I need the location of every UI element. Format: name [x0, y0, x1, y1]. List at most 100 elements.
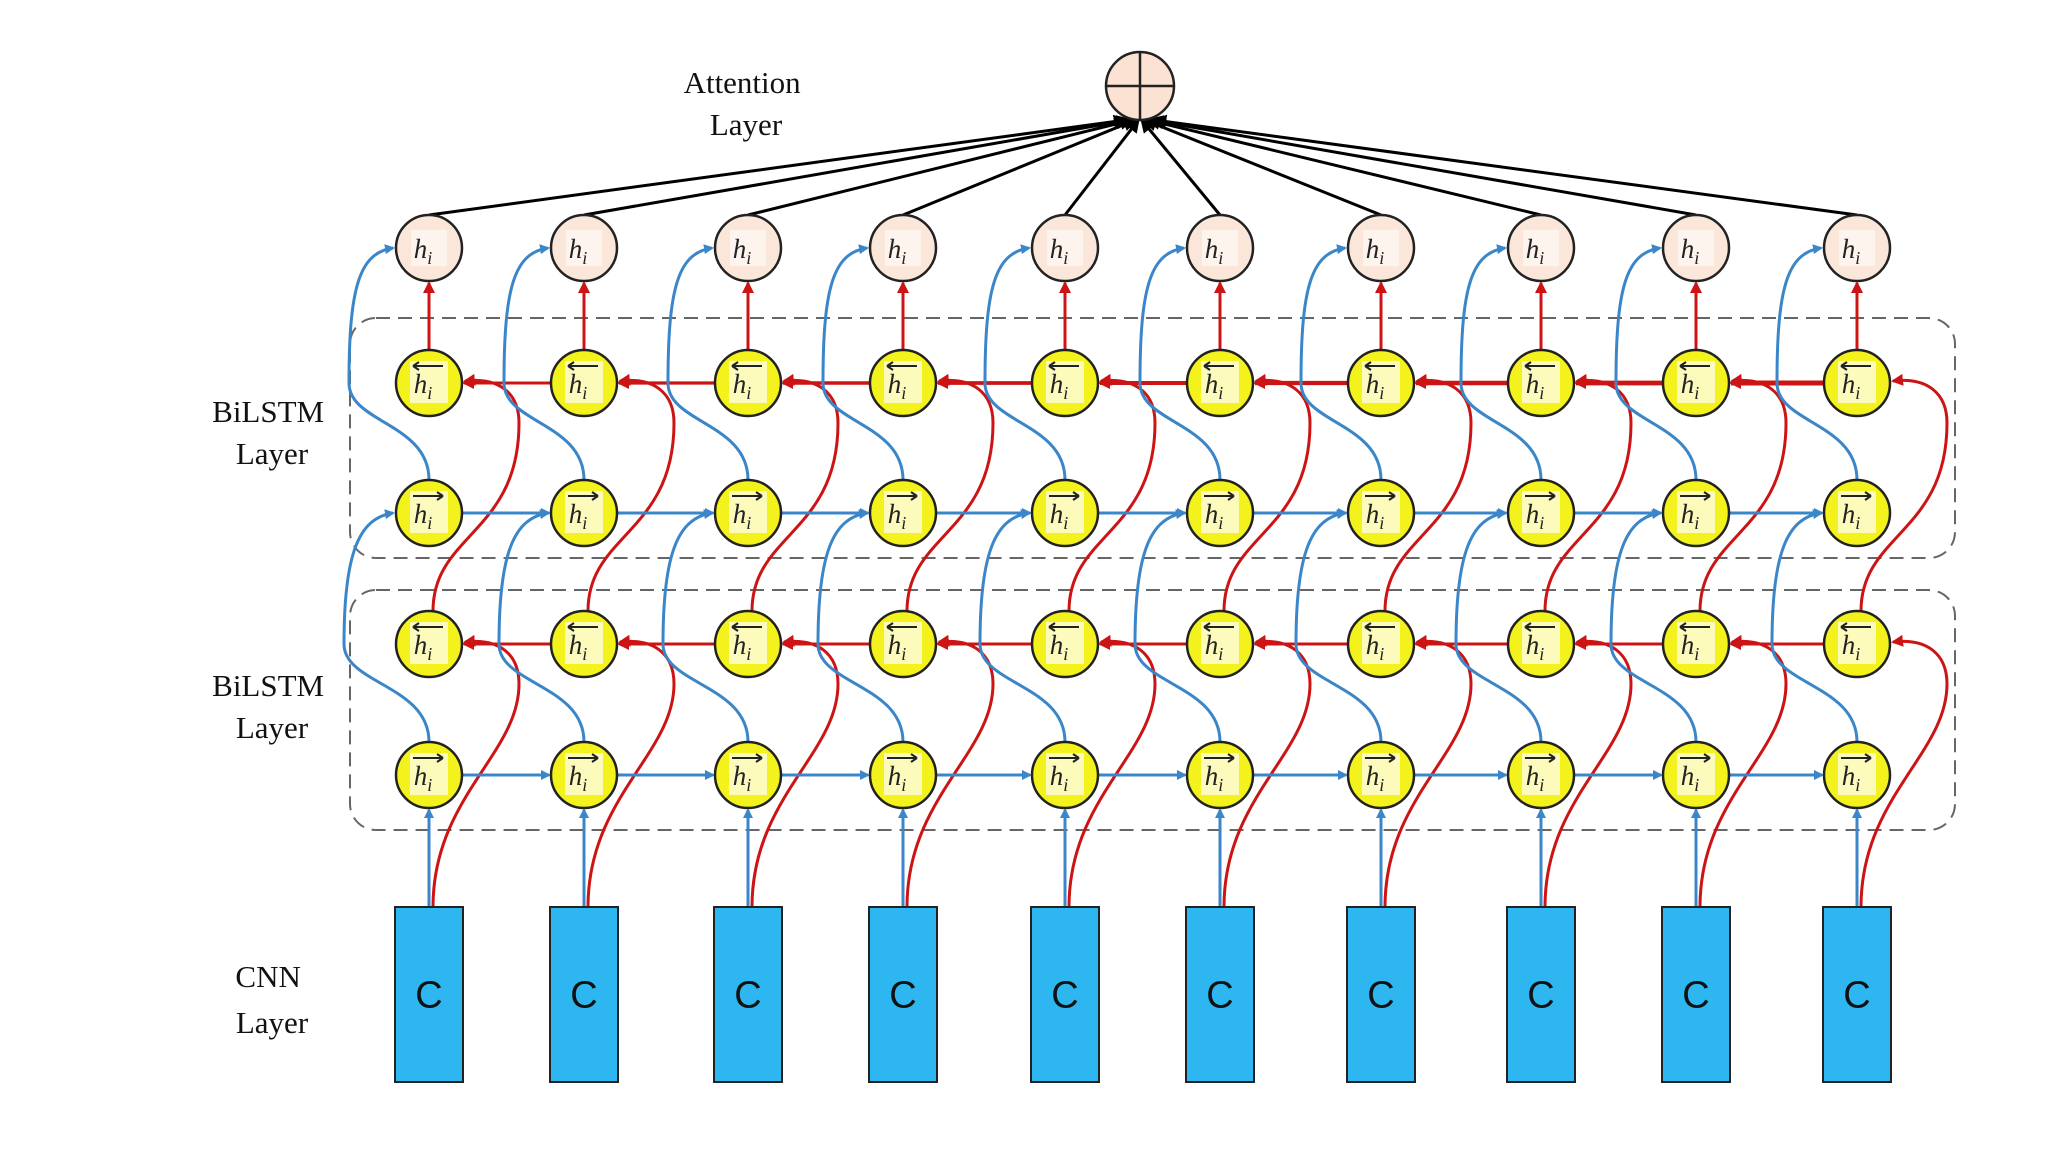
- attention-arrow: [1063, 118, 1140, 216]
- cnn-to-backward-arrow: [905, 634, 995, 908]
- forward-lstm-node: hi: [394, 478, 464, 548]
- forward-lstm-node: hi: [1506, 478, 1576, 548]
- forward-lstm-node: hi: [868, 478, 938, 548]
- hidden-output-node: hi: [1661, 213, 1731, 283]
- backward-lstm-node: hi: [1346, 348, 1416, 418]
- bilstm-group-bottom: [349, 589, 1956, 831]
- hidden-output-node: hi: [1822, 213, 1892, 283]
- backward-lstm-node: hi: [549, 348, 619, 418]
- forward-lstm-node: hi: [1185, 478, 1255, 548]
- forward-stack-arrow: [1609, 509, 1698, 743]
- backward-stack-arrow: [1543, 373, 1633, 612]
- bilstm-top-layer-label: BiLSTM Layer: [212, 394, 332, 471]
- backward-lstm-node: hi: [549, 609, 619, 679]
- forward-lstm-node: hi: [394, 740, 464, 810]
- svg-text:C: C: [1843, 975, 1870, 1017]
- forward-lstm-node: hi: [1185, 740, 1255, 810]
- backward-lstm-node: hi: [394, 348, 464, 418]
- attention-arrow: [428, 114, 1128, 217]
- backward-lstm-node: hi: [1822, 348, 1892, 418]
- backward-lstm-node: hi: [1346, 609, 1416, 679]
- backward-lstm-node: hi: [1185, 348, 1255, 418]
- hidden-output-node: hi: [1030, 213, 1100, 283]
- forward-lstm-node: hi: [549, 740, 619, 810]
- attention-arrow: [1142, 117, 1382, 217]
- backward-lstm-node: hi: [394, 609, 464, 679]
- bilstm-group-top: [349, 317, 1956, 559]
- attention-arrow: [1140, 118, 1222, 216]
- backward-lstm-node: hi: [1185, 609, 1255, 679]
- forward-to-hidden-arrow: [1775, 244, 1859, 481]
- svg-text:C: C: [1367, 975, 1394, 1017]
- cnn-to-backward-arrow: [1383, 634, 1473, 908]
- attention-arrow: [747, 116, 1135, 217]
- forward-stack-arrow: [978, 509, 1067, 743]
- hidden-output-node: hi: [868, 213, 938, 283]
- forward-lstm-node: hi: [549, 478, 619, 548]
- cnn-cell: C: [1822, 906, 1892, 1083]
- forward-stack-arrow: [816, 509, 905, 743]
- svg-text:C: C: [1051, 975, 1078, 1017]
- forward-lstm-node: hi: [1030, 478, 1100, 548]
- cnn-cell: C: [1506, 906, 1576, 1083]
- cnn-to-backward-arrow: [1222, 634, 1312, 908]
- attention-layer-label: Attention Layer: [684, 65, 809, 142]
- forward-to-hidden-arrow: [1299, 244, 1383, 481]
- hidden-output-node: hi: [394, 213, 464, 283]
- attention-sum-node: [1104, 50, 1176, 122]
- attention-arrow: [583, 115, 1131, 217]
- backward-lstm-node: hi: [868, 348, 938, 418]
- cnn-to-backward-arrow: [586, 634, 676, 908]
- backward-lstm-node: hi: [1030, 609, 1100, 679]
- forward-lstm-node: hi: [1661, 740, 1731, 810]
- backward-lstm-node: hi: [1661, 348, 1731, 418]
- backward-lstm-node: hi: [1822, 609, 1892, 679]
- forward-stack-arrow: [1454, 509, 1543, 743]
- cnn-to-backward-arrow: [1698, 634, 1788, 908]
- svg-text:C: C: [889, 975, 916, 1017]
- forward-stack-arrow: [342, 509, 431, 743]
- forward-to-hidden-arrow: [502, 244, 586, 481]
- backward-stack-arrow: [1698, 373, 1788, 612]
- svg-text:C: C: [734, 975, 761, 1017]
- forward-lstm-node: hi: [1346, 740, 1416, 810]
- forward-to-hidden-arrow: [821, 244, 905, 481]
- cnn-cell: C: [1030, 906, 1100, 1083]
- backward-stack-arrow: [1383, 373, 1473, 612]
- backward-lstm-node: hi: [713, 609, 783, 679]
- backward-stack-arrow: [905, 373, 995, 612]
- cnn-cell: C: [1185, 906, 1255, 1083]
- svg-text:C: C: [1682, 975, 1709, 1017]
- hidden-output-node: hi: [549, 213, 619, 283]
- cnn-cell: C: [549, 906, 619, 1083]
- hidden-output-node: hi: [713, 213, 783, 283]
- forward-to-hidden-arrow: [1614, 244, 1698, 481]
- forward-lstm-node: hi: [1822, 740, 1892, 810]
- backward-lstm-node: hi: [1661, 609, 1731, 679]
- forward-to-hidden-arrow: [347, 244, 431, 481]
- attention-arrow: [1146, 116, 1542, 217]
- forward-lstm-node: hi: [1346, 478, 1416, 548]
- cnn-cell: C: [394, 906, 464, 1083]
- backward-stack-arrow: [586, 373, 676, 612]
- backward-lstm-node: hi: [1030, 348, 1100, 418]
- forward-lstm-node: hi: [713, 740, 783, 810]
- forward-lstm-node: hi: [1506, 740, 1576, 810]
- backward-lstm-node: hi: [1506, 609, 1576, 679]
- backward-stack-arrow: [431, 373, 521, 612]
- svg-text:C: C: [415, 975, 442, 1017]
- backward-stack-arrow: [1222, 373, 1312, 612]
- svg-text:C: C: [1527, 975, 1554, 1017]
- backward-stack-arrow: [750, 373, 840, 612]
- svg-text:C: C: [570, 975, 597, 1017]
- cnn-cell: C: [1661, 906, 1731, 1083]
- forward-lstm-node: hi: [868, 740, 938, 810]
- cnn-layer-label: CNN Layer: [235, 959, 308, 1040]
- forward-lstm-node: hi: [1822, 478, 1892, 548]
- forward-to-hidden-arrow: [1138, 244, 1222, 481]
- hidden-output-node: hi: [1506, 213, 1576, 283]
- forward-lstm-node: hi: [1030, 740, 1100, 810]
- bilstm-bottom-layer-label: BiLSTM Layer: [212, 668, 332, 745]
- backward-lstm-node: hi: [713, 348, 783, 418]
